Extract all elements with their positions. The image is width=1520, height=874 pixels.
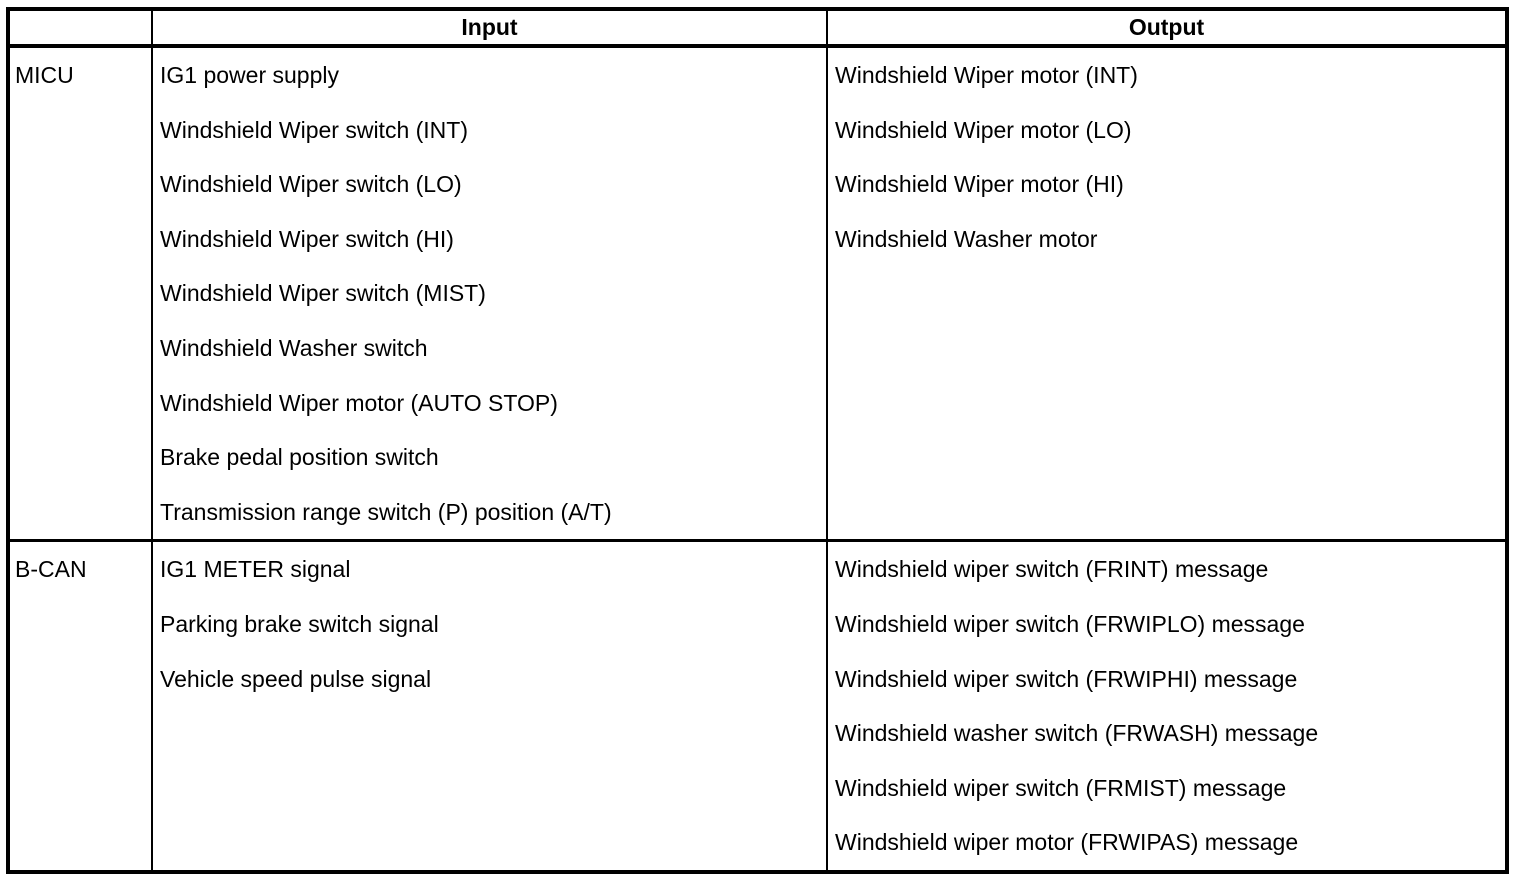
input-item: Vehicle speed pulse signal (160, 665, 432, 692)
table-row: MICU IG1 power supply Windshield Wiper s… (8, 45, 1508, 543)
input-item: Windshield Wiper switch (INT) (160, 116, 468, 143)
output-item: Windshield Wiper motor (INT) (835, 62, 1138, 88)
input-item: IG1 METER signal (160, 556, 351, 583)
table-header-row: Input Output (8, 8, 1508, 48)
output-item: Windshield wiper switch (FRWIPHI) messag… (835, 665, 1298, 692)
input-item: Parking brake switch signal (160, 610, 439, 637)
input-item: Windshield Wiper motor (AUTO STOP) (160, 389, 558, 416)
output-item: Windshield wiper switch (FRINT) message (835, 556, 1269, 583)
header-corner-cell (8, 8, 153, 48)
output-item: Windshield wiper switch (FRWIPLO) messag… (835, 610, 1305, 637)
table-body: MICU IG1 power supply Windshield Wiper s… (8, 45, 1508, 873)
row-input-cell-micu: IG1 power supply Windshield Wiper switch… (151, 45, 828, 543)
row-input-cell-bcan: IG1 METER signal Parking brake switch si… (151, 539, 828, 873)
input-item: IG1 power supply (160, 62, 339, 88)
row-output-cell-micu: Windshield Wiper motor (INT) Windshield … (826, 45, 1508, 543)
output-item: Windshield washer switch (FRWASH) messag… (835, 720, 1319, 747)
row-ecu-cell-bcan: B-CAN (8, 539, 153, 873)
input-output-table: Input Output MICU IG1 power supply Winds… (6, 7, 1509, 874)
ecu-label-list: B-CAN (10, 542, 151, 597)
output-item: Windshield Washer motor (835, 225, 1098, 252)
input-item: Windshield Wiper switch (MIST) (160, 280, 486, 307)
table-row: B-CAN IG1 METER signal Parking brake swi… (8, 539, 1508, 873)
ecu-label-list: MICU (10, 48, 151, 103)
header-input: Input (151, 8, 828, 48)
input-list-micu: IG1 power supply Windshield Wiper switch… (153, 48, 826, 539)
output-item: Windshield Wiper motor (LO) (835, 116, 1132, 143)
header-output: Output (826, 8, 1508, 48)
input-item: Windshield Washer switch (160, 334, 428, 361)
row-output-cell-bcan: Windshield wiper switch (FRINT) message … (826, 539, 1508, 873)
output-item: Windshield Wiper motor (HI) (835, 171, 1124, 198)
output-list-micu: Windshield Wiper motor (INT) Windshield … (828, 48, 1505, 266)
ecu-label: MICU (15, 62, 74, 88)
input-item: Transmission range switch (P) position (… (160, 498, 612, 525)
table-header: Input Output (8, 8, 1508, 48)
output-item: Windshield wiper switch (FRMIST) message (835, 774, 1287, 801)
input-item: Windshield Wiper switch (LO) (160, 171, 462, 198)
ecu-label: B-CAN (15, 556, 87, 583)
input-item: Windshield Wiper switch (HI) (160, 225, 454, 252)
output-list-bcan: Windshield wiper switch (FRINT) message … (828, 542, 1505, 870)
output-item: Windshield wiper motor (FRWIPAS) message (835, 829, 1299, 856)
input-item: Brake pedal position switch (160, 444, 439, 471)
page-root: Input Output MICU IG1 power supply Winds… (6, 7, 1509, 874)
input-list-bcan: IG1 METER signal Parking brake switch si… (153, 542, 826, 706)
row-ecu-cell-micu: MICU (8, 45, 153, 543)
